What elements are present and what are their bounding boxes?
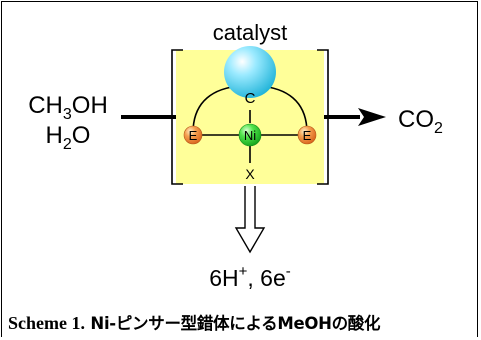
ligand-x-label: X xyxy=(245,166,255,182)
reactant-water: H2O xyxy=(46,122,91,153)
scheme-caption: Scheme 1. Ni-ピンサー型錯体によるMeOHの酸化 xyxy=(8,309,478,337)
product-arrowhead xyxy=(358,108,386,126)
byproduct-down-arrow xyxy=(234,186,266,254)
catalyst-label: catalyst xyxy=(213,20,288,45)
nickel-label: Ni xyxy=(244,128,256,143)
carbon-ball xyxy=(224,46,276,98)
nickel-ball xyxy=(238,123,262,147)
reactant-methanol: CH3OH xyxy=(28,92,108,123)
caption-text: Ni-ピンサー型錯体によるMeOHの酸化 xyxy=(84,314,381,333)
left-donor-label: E xyxy=(189,128,198,143)
carbon-label: C xyxy=(245,90,256,107)
product-co2: CO2 xyxy=(398,106,443,137)
byproducts-label: 6H+, 6e- xyxy=(209,263,291,291)
right-donor-label: E xyxy=(303,128,312,143)
left-donor-ball xyxy=(183,125,203,145)
right-donor-ball xyxy=(297,125,317,145)
reaction-scheme: catalyst CH3OH H2O CO2 C E E Ni X 6H+, 6… xyxy=(28,20,443,291)
caption-label: Scheme 1. xyxy=(8,313,85,333)
